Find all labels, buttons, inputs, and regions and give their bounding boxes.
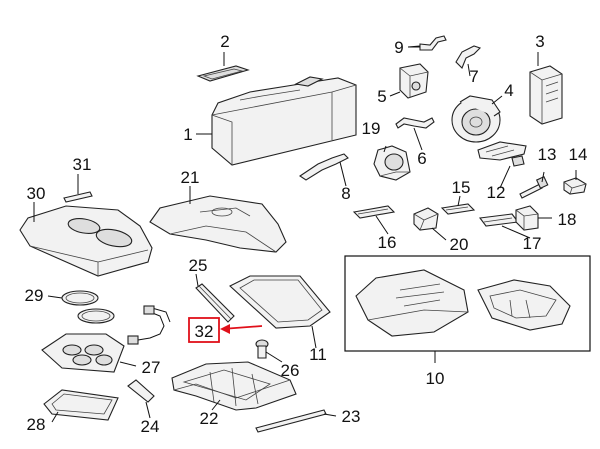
callout-label: 13 [538,145,557,164]
part-22-bracket [171,361,297,411]
part-3-module [529,65,563,125]
callout-label: 6 [417,149,426,168]
callout-label: 24 [141,417,160,436]
part-23-rod [255,409,327,433]
callout-label: 31 [73,155,92,174]
callout-label: 27 [142,358,161,377]
callout-label: 22 [200,409,219,428]
part-4-blower-motor [451,95,501,143]
callout-label: 10 [426,369,445,388]
callout-label: 29 [25,286,44,305]
callout-label: 12 [487,183,506,202]
callout-label: 4 [504,81,513,100]
part-20-sensor [413,207,439,231]
callout-label: 7 [469,67,478,86]
callout-label: 16 [378,233,397,252]
callout-32-highlight [188,317,263,343]
callout-label: 21 [181,168,200,187]
callout-label: 5 [377,87,386,106]
part-16-pad [352,205,396,219]
part-29-rings [61,290,115,324]
part-14-clip [563,177,587,195]
part-27-cup-insert [41,333,125,373]
leader-lines [33,46,577,423]
part-6-pipe [395,117,435,129]
part-5-actuator [399,63,429,99]
callout-label: 8 [341,184,350,203]
callout-label: 28 [27,415,46,434]
part-12-switch-bracket [477,141,527,167]
part-18-connector [515,205,539,231]
callout-label: 17 [523,234,542,253]
part-11-tray [229,275,331,329]
part-17-pad [478,213,520,227]
callout-label: 30 [27,184,46,203]
callout-label: 3 [535,32,544,51]
callout-label: 14 [569,145,588,164]
part-32-harness [127,305,171,345]
part-24-strip [127,379,155,403]
part-31-bar [63,191,93,203]
callout-label: 23 [342,407,361,426]
part-26-screw [255,339,269,359]
part-7-hose [455,45,482,69]
callout-label: 9 [394,38,403,57]
callout-labels: 2 1 3 4 5 6 7 8 9 10 11 12 13 14 15 16 1… [25,32,588,436]
part-2-pad [196,65,250,82]
part-10-inset [344,255,591,352]
part-15-pad [440,203,476,215]
part-21-lid [149,195,287,253]
callout-label: 2 [220,32,229,51]
part-30-armrest [19,205,153,277]
callout-label: 11 [309,345,327,364]
part-25-rod [195,283,235,323]
callout-label: 26 [281,361,300,380]
part-19-motor [373,145,411,181]
part-9-hose [407,35,447,51]
callout-label: 19 [362,119,381,138]
callout-label: 18 [558,210,577,229]
callout-label: 25 [189,256,208,275]
callout-label: 20 [450,235,469,254]
part-28-mat [43,389,119,421]
part-1-console-box [211,76,357,166]
part-13-bolt [519,175,549,199]
callout-label: 15 [452,178,471,197]
part-8-hose [299,153,349,181]
callout-label-32: 32 [195,322,214,341]
callout-label: 1 [183,125,192,144]
